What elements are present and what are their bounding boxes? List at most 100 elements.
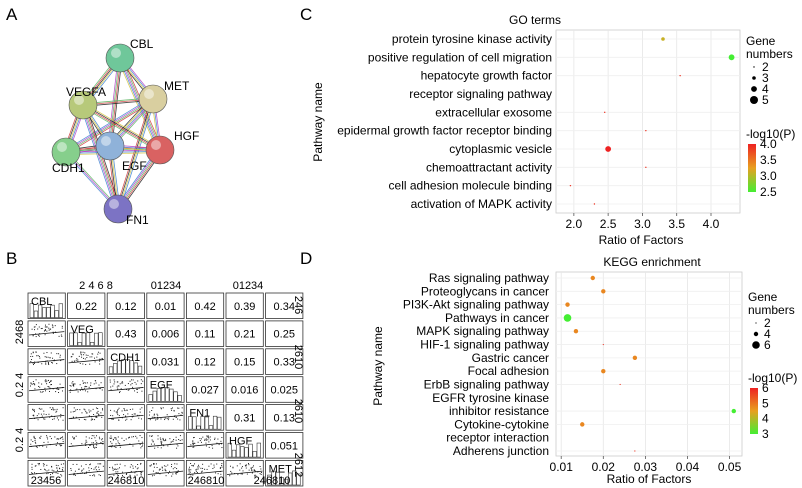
matrix-cell-frame [265, 348, 304, 375]
scatter-dot [116, 412, 118, 414]
scatter-dot [70, 443, 72, 445]
scatter-dot [113, 474, 115, 476]
correlation-value: 0.34 [274, 301, 295, 313]
scatter-dot [194, 472, 196, 474]
scatter-dot [130, 379, 132, 381]
scatter-dot [95, 416, 97, 418]
scatter-dot [38, 385, 40, 387]
histogram-bar [217, 416, 222, 430]
scatter-dot [43, 418, 45, 420]
scatter-dot [32, 381, 34, 383]
scatter-dot [161, 467, 163, 469]
scatter-dot [132, 408, 134, 410]
scatter-dot [193, 436, 195, 438]
scatter-dot [33, 415, 35, 417]
scatter-dot [190, 474, 192, 476]
scatter-dot [91, 437, 93, 439]
matrix-diagonal-label: VEG [71, 324, 94, 336]
scatter-dot [161, 443, 163, 445]
scatter-dot [229, 475, 231, 477]
scatter-dot [179, 435, 181, 437]
scatter-dot [230, 470, 232, 472]
scatter-dot [160, 442, 162, 444]
scatter-dot [155, 463, 157, 465]
scatter-dot [52, 325, 54, 327]
scatter-dot [83, 468, 85, 470]
scatter-dot [119, 383, 121, 385]
scatter-dot [72, 353, 74, 355]
scatter-dot [201, 470, 203, 472]
scatter-dot [119, 392, 121, 394]
scatter-dot [32, 334, 34, 336]
scatter-dot [62, 438, 64, 440]
scatter-dot [57, 419, 59, 421]
scatter-dot [34, 383, 36, 385]
scatter-dot [121, 381, 123, 383]
scatter-dot [33, 437, 35, 439]
scatter-dot [190, 469, 192, 471]
matrix-cell [67, 459, 106, 487]
scatter-dot [33, 409, 35, 411]
network-node-label: CBL [130, 37, 154, 51]
scatter-dot [237, 474, 239, 476]
scatter-dot [33, 409, 35, 411]
histogram-bar [296, 473, 301, 486]
scatter-dot [112, 468, 114, 470]
scatter-dot [58, 391, 60, 393]
scatter-dot [117, 410, 119, 412]
scatter-dot [47, 438, 49, 440]
enrichment-point [601, 289, 606, 294]
scatter-dot [62, 436, 64, 438]
scatter-dot [48, 386, 50, 388]
scatter-dot [84, 352, 86, 354]
matrix-cell [106, 376, 145, 403]
matrix-cell-frame [265, 432, 304, 459]
scatter-dot [118, 385, 120, 387]
scatter-dot [37, 463, 39, 465]
histogram-bar [188, 416, 193, 430]
scatter-dot [254, 470, 256, 472]
matrix-cell: 0.21 [225, 320, 264, 347]
scatter-dot [44, 418, 46, 420]
scatter-dot [45, 329, 47, 331]
pathway-label: chemoattractant activity [426, 160, 552, 174]
scatter-dot [72, 463, 74, 465]
scatter-dot [162, 407, 164, 409]
scatter-dot [206, 435, 208, 437]
scatter-dot [99, 387, 101, 389]
size-legend-label: 4 [764, 327, 771, 341]
scatter-dot [60, 463, 62, 465]
scatter-dot [48, 413, 50, 415]
histogram-bar [283, 478, 289, 486]
x-tick-label: 4.0 [703, 217, 720, 231]
scatter-dot [141, 407, 143, 409]
scatter-dot [122, 471, 124, 473]
scatter-dot [99, 463, 101, 465]
matrix-cell [185, 432, 225, 459]
scatter-dot [177, 471, 179, 473]
scatter-dot [160, 447, 162, 449]
scatter-dot [250, 467, 252, 469]
scatter-dot [221, 463, 223, 465]
scatter-dot [31, 463, 33, 465]
scatter-dot [93, 383, 95, 385]
scatter-dot [117, 381, 119, 383]
scatter-dot [113, 379, 115, 381]
fit-line [108, 414, 144, 420]
scatter-dot [46, 326, 48, 328]
network-node-cdh1: CDH1 [51, 137, 85, 175]
scatter-dot [34, 438, 36, 440]
matrix-cell-frame [225, 292, 264, 320]
scatter-dot [32, 352, 34, 354]
x-tick-label: 2.0 [566, 217, 583, 231]
scatter-dot [42, 463, 44, 465]
scatter-dot [81, 354, 83, 356]
matrix-cell-frame [225, 320, 264, 347]
scatter-dot [43, 410, 45, 412]
scatter-dot [61, 469, 63, 471]
scatter-dot [59, 356, 61, 358]
matrix-bottom-axis-label: 246810 [254, 475, 291, 487]
scatter-dot [46, 435, 48, 437]
